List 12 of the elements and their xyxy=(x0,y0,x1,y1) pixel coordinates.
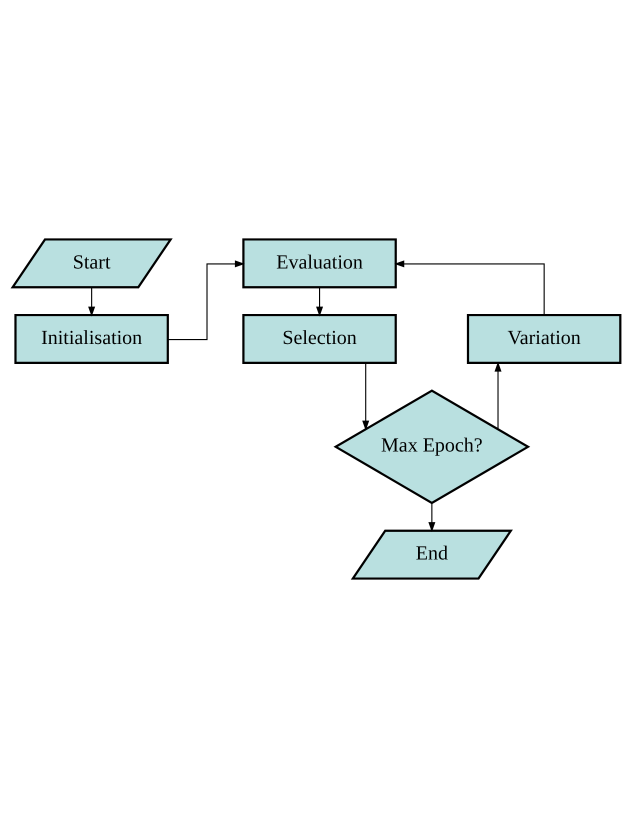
node-box: Initialisation xyxy=(14,314,169,364)
node-box: Selection xyxy=(242,314,397,364)
arrow xyxy=(362,362,370,431)
arrow xyxy=(494,362,502,429)
arrow xyxy=(168,260,245,340)
node-diamond: Max Epoch? xyxy=(333,389,530,504)
arrow xyxy=(88,287,96,317)
arrow xyxy=(316,287,324,317)
node-box: Evaluation xyxy=(242,238,397,288)
node-box: Variation xyxy=(466,314,622,364)
arrow xyxy=(428,503,436,532)
arrow xyxy=(394,260,545,315)
